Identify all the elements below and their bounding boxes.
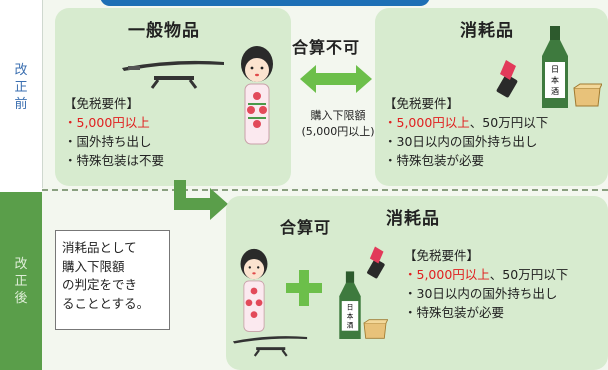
katana-icon bbox=[122, 60, 224, 89]
kokeshi-doll-icon bbox=[240, 248, 268, 332]
before-label: 改 正 前 bbox=[0, 62, 42, 113]
purchase-min-amount: (5,000円以上) bbox=[301, 125, 375, 138]
bent-arrow-icon bbox=[174, 180, 228, 220]
requirement-label: 【免税要件】 bbox=[404, 248, 480, 263]
sake-label-char: 日 bbox=[551, 65, 559, 74]
requirement-item: ・特殊包装が必要 bbox=[404, 305, 505, 320]
requirement-amount: ・5,000円以上 bbox=[64, 115, 150, 130]
kokeshi-doll-icon bbox=[241, 46, 273, 145]
requirement-item: ・特殊包装は不要 bbox=[64, 153, 165, 168]
masu-box-icon bbox=[363, 319, 388, 339]
plus-icon bbox=[286, 270, 322, 306]
before-label-char: 改 bbox=[14, 63, 28, 78]
requirement-item: ・国外持ち出し bbox=[64, 134, 152, 149]
sake-label-char: 酒 bbox=[347, 321, 354, 329]
sake-label-char: 本 bbox=[551, 75, 559, 85]
section-divider bbox=[42, 189, 608, 191]
combine-ok-heading: 合算可 bbox=[280, 218, 332, 237]
after-label-char: 正 bbox=[14, 274, 28, 289]
after-strip bbox=[0, 192, 42, 370]
note-line: の判定をでき bbox=[62, 277, 138, 292]
note-line: ることとする。 bbox=[62, 295, 150, 311]
no-combine-heading: 合算不可 bbox=[292, 38, 361, 57]
requirement-item: ・特殊包装が必要 bbox=[384, 153, 485, 168]
lipstick-icon bbox=[496, 60, 518, 98]
requirement-amount: ・5,000円以上 bbox=[404, 267, 490, 282]
before-strip bbox=[0, 0, 43, 188]
sake-label-char: 酒 bbox=[551, 87, 559, 96]
after-label-char: 改 bbox=[14, 257, 28, 272]
after-requirements: 【免税要件】 ・5,000円以上、50万円以下 ・30日以内の国外持ち出し ・特… bbox=[404, 246, 568, 322]
requirement-item: ・30日以内の国外持ち出し bbox=[384, 134, 538, 149]
consumable-requirements: 【免税要件】 ・5,000円以上、50万円以下 ・30日以内の国外持ち出し ・特… bbox=[384, 94, 548, 170]
purchase-min-note: 購入下限額 (5,000円以上) bbox=[300, 108, 376, 140]
note-line: 消耗品として bbox=[62, 240, 137, 255]
requirement-amount-suffix: 、50万円以下 bbox=[469, 115, 549, 130]
after-label-char: 後 bbox=[14, 291, 28, 306]
sake-bottle-icon: 日 本 酒 bbox=[542, 26, 568, 108]
note-line: 購入下限額 bbox=[62, 258, 125, 274]
purchase-min-label: 購入下限額 bbox=[310, 109, 366, 122]
note-box: 消耗品として 購入下限額 の判定をでき ることとする。 bbox=[55, 230, 170, 330]
before-label-char: 正 bbox=[14, 80, 28, 95]
consumables-title: 消耗品 bbox=[460, 21, 514, 41]
katana-icon bbox=[232, 336, 308, 357]
masu-box-icon bbox=[573, 83, 602, 107]
requirement-amount: ・5,000円以上 bbox=[384, 115, 470, 130]
requirement-amount-suffix: 、50万円以下 bbox=[489, 267, 569, 282]
lipstick-icon bbox=[367, 246, 385, 279]
requirement-label: 【免税要件】 bbox=[64, 96, 140, 111]
general-requirements: 【免税要件】 ・5,000円以上 ・国外持ち出し ・特殊包装は不要 bbox=[64, 94, 164, 170]
after-consumables-title: 消耗品 bbox=[386, 209, 440, 229]
consumables-panel bbox=[375, 8, 608, 186]
requirement-label: 【免税要件】 bbox=[384, 96, 460, 111]
after-label: 改 正 後 bbox=[0, 256, 42, 307]
before-label-char: 前 bbox=[14, 97, 28, 112]
general-goods-title: 一般物品 bbox=[128, 21, 200, 41]
sake-label-char: 本 bbox=[347, 311, 354, 320]
double-arrow-icon bbox=[300, 65, 372, 93]
sake-bottle-icon: 日 本 酒 bbox=[339, 271, 361, 339]
sake-label-char: 日 bbox=[347, 303, 354, 311]
top-banner bbox=[100, 0, 430, 6]
requirement-item: ・30日以内の国外持ち出し bbox=[404, 286, 558, 301]
